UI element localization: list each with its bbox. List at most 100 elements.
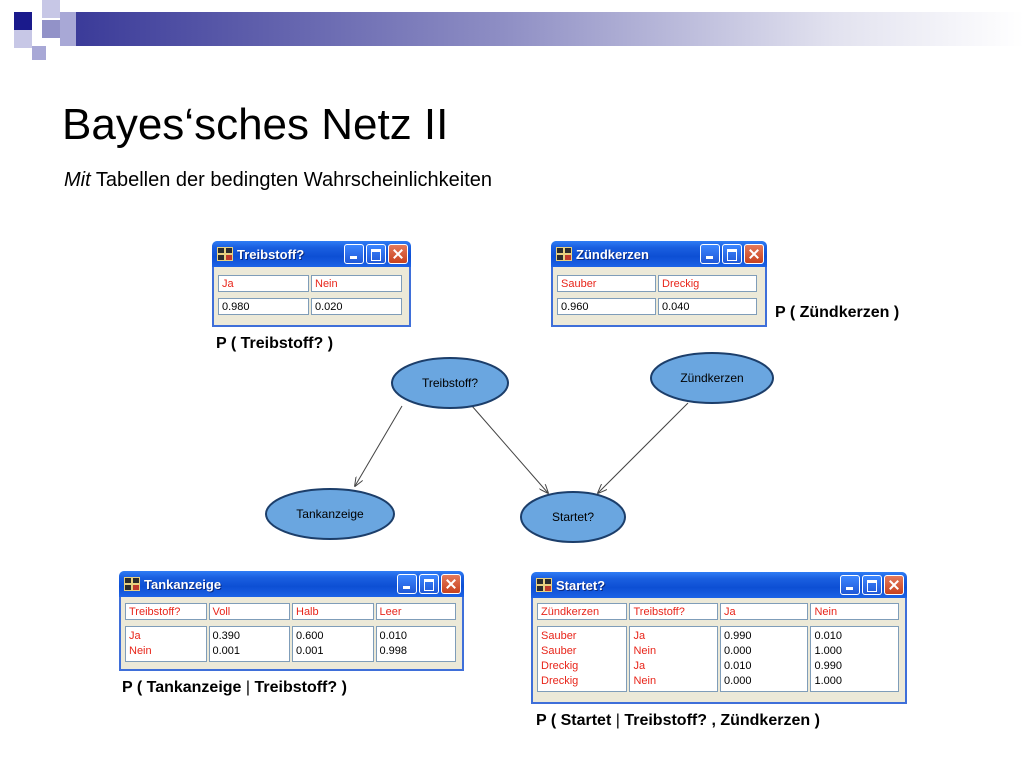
window-title: Tankanzeige <box>144 576 222 592</box>
edge-treibstoff-startet <box>471 405 548 493</box>
titlebar[interactable]: Zündkerzen <box>551 241 767 267</box>
minimize-button[interactable] <box>397 574 417 594</box>
maximize-button[interactable] <box>722 244 742 264</box>
value-cell[interactable]: 0.600 0.001 <box>292 626 374 662</box>
subtitle-text: Tabellen der bedingten Wahrscheinlichkei… <box>90 169 493 191</box>
condition-cell[interactable]: Sauber Sauber Dreckig Dreckig <box>537 626 628 692</box>
window-tankanzeige[interactable]: Tankanzeige Treibstoff? Voll Halb Leer J… <box>119 571 464 671</box>
close-button[interactable] <box>388 244 408 264</box>
logo-square-mid <box>60 12 76 46</box>
row-label: Dreckig <box>541 660 579 672</box>
edge-zuendkerzen-startet <box>598 402 689 493</box>
prob-value: 0.010 <box>723 660 752 672</box>
titlebar[interactable]: Startet? <box>531 572 907 598</box>
row-label: Nein <box>129 645 152 657</box>
caption-tankanzeige: P ( Tankanzeige | Treibstoff? ) <box>122 679 347 697</box>
close-button[interactable] <box>744 244 764 264</box>
window-zuendkerzen[interactable]: Zündkerzen Sauber Dreckig 0.960 0.040 <box>551 241 767 327</box>
window-startet[interactable]: Startet? Zündkerzen Treibstoff? Ja Nein … <box>531 572 907 704</box>
value-cell[interactable]: 0.390 0.001 <box>208 626 290 662</box>
window-treibstoff[interactable]: Treibstoff? Ja Nein 0.980 0.020 <box>212 241 411 327</box>
caption-part: Treibstoff? ) <box>250 679 347 696</box>
row-label: Nein <box>633 645 657 657</box>
titlebar[interactable]: Treibstoff? <box>212 241 411 267</box>
header-cell[interactable]: Dreckig <box>658 275 757 292</box>
value-cell[interactable]: 0.960 <box>557 298 656 315</box>
logo-square-light <box>42 0 60 18</box>
node-label: Zündkerzen <box>680 371 743 385</box>
logo-square-dark <box>14 12 32 30</box>
value-cell[interactable]: 0.980 <box>218 298 309 315</box>
slide-subtitle: Mit Tabellen der bedingten Wahrscheinlic… <box>64 169 492 192</box>
row-label: Sauber <box>541 630 577 642</box>
prob-value: 1.000 <box>814 675 843 687</box>
maximize-button[interactable] <box>419 574 439 594</box>
value-cell[interactable]: 0.010 0.998 <box>375 626 456 662</box>
app-icon <box>124 577 140 591</box>
value-cell[interactable]: 0.990 0.000 0.010 0.000 <box>719 626 809 692</box>
caption-separator: | <box>615 712 620 729</box>
header-cell[interactable]: Treibstoff? <box>629 603 718 620</box>
titlebar[interactable]: Tankanzeige <box>119 571 464 597</box>
maximize-button[interactable] <box>862 575 882 595</box>
header-cell[interactable]: Ja <box>719 603 809 620</box>
app-icon <box>556 247 572 261</box>
header-cell[interactable]: Leer <box>375 603 456 620</box>
probability-table: Zündkerzen Treibstoff? Ja Nein Sauber Sa… <box>537 603 901 692</box>
close-button[interactable] <box>884 575 904 595</box>
prob-value: 0.010 <box>814 630 843 642</box>
header-cell[interactable]: Ja <box>218 275 309 292</box>
value-cell[interactable]: 0.010 1.000 0.990 1.000 <box>810 626 899 692</box>
window-title: Zündkerzen <box>576 246 649 262</box>
prob-value: 0.600 <box>296 630 324 642</box>
row-label: Dreckig <box>541 675 579 687</box>
header-cell[interactable]: Nein <box>311 275 402 292</box>
slide-title: Bayes‘sches Netz II <box>62 100 449 149</box>
prob-value: 0.010 <box>379 630 408 642</box>
value-cell[interactable]: 0.040 <box>658 298 757 315</box>
minimize-button[interactable] <box>344 244 364 264</box>
row-label: Sauber <box>541 645 577 657</box>
row-label: Ja <box>633 630 646 642</box>
caption-zuendkerzen: P ( Zündkerzen ) <box>775 304 900 321</box>
prob-value: 0.998 <box>379 645 408 657</box>
subtitle-italic: Mit <box>64 169 91 191</box>
window-title: Treibstoff? <box>237 246 305 262</box>
condition-cell[interactable]: Ja Nein Ja Nein <box>629 626 718 692</box>
app-icon <box>217 247 233 261</box>
header-cell[interactable]: Nein <box>810 603 899 620</box>
row-label: Ja <box>129 630 141 642</box>
minimize-button[interactable] <box>840 575 860 595</box>
node-label: Tankanzeige <box>296 507 364 521</box>
node-treibstoff[interactable]: Treibstoff? <box>391 357 509 409</box>
header-cell[interactable]: Treibstoff? <box>125 603 207 620</box>
node-label: Treibstoff? <box>422 376 478 390</box>
window-title: Startet? <box>556 577 606 593</box>
node-startet[interactable]: Startet? <box>520 491 626 543</box>
header-cell[interactable]: Voll <box>208 603 290 620</box>
minimize-button[interactable] <box>700 244 720 264</box>
value-cell[interactable]: 0.020 <box>311 298 402 315</box>
prob-value: 0.390 <box>212 630 241 642</box>
row-label: Nein <box>633 675 657 687</box>
prob-value: 0.001 <box>212 645 241 657</box>
caption-part: P ( Startet <box>536 712 616 729</box>
caption-startet: P ( Startet | Treibstoff? , Zündkerzen ) <box>536 712 820 730</box>
prob-value: 0.001 <box>296 645 324 657</box>
header-cell[interactable]: Zündkerzen <box>537 603 628 620</box>
node-tankanzeige[interactable]: Tankanzeige <box>265 488 395 540</box>
header-cell[interactable]: Sauber <box>557 275 656 292</box>
prob-value: 0.990 <box>723 630 752 642</box>
caption-part: Treibstoff? , Zündkerzen ) <box>619 712 820 729</box>
close-button[interactable] <box>441 574 461 594</box>
node-zuendkerzen[interactable]: Zündkerzen <box>650 352 774 404</box>
probability-table: Ja Nein 0.980 0.020 <box>218 275 405 315</box>
condition-cell[interactable]: Ja Nein <box>125 626 207 662</box>
maximize-button[interactable] <box>366 244 386 264</box>
row-label: Ja <box>633 660 646 672</box>
prob-value: 1.000 <box>814 645 843 657</box>
header-cell[interactable]: Halb <box>292 603 374 620</box>
caption-part: P ( Tankanzeige <box>122 679 246 696</box>
logo-square-light <box>32 46 46 60</box>
